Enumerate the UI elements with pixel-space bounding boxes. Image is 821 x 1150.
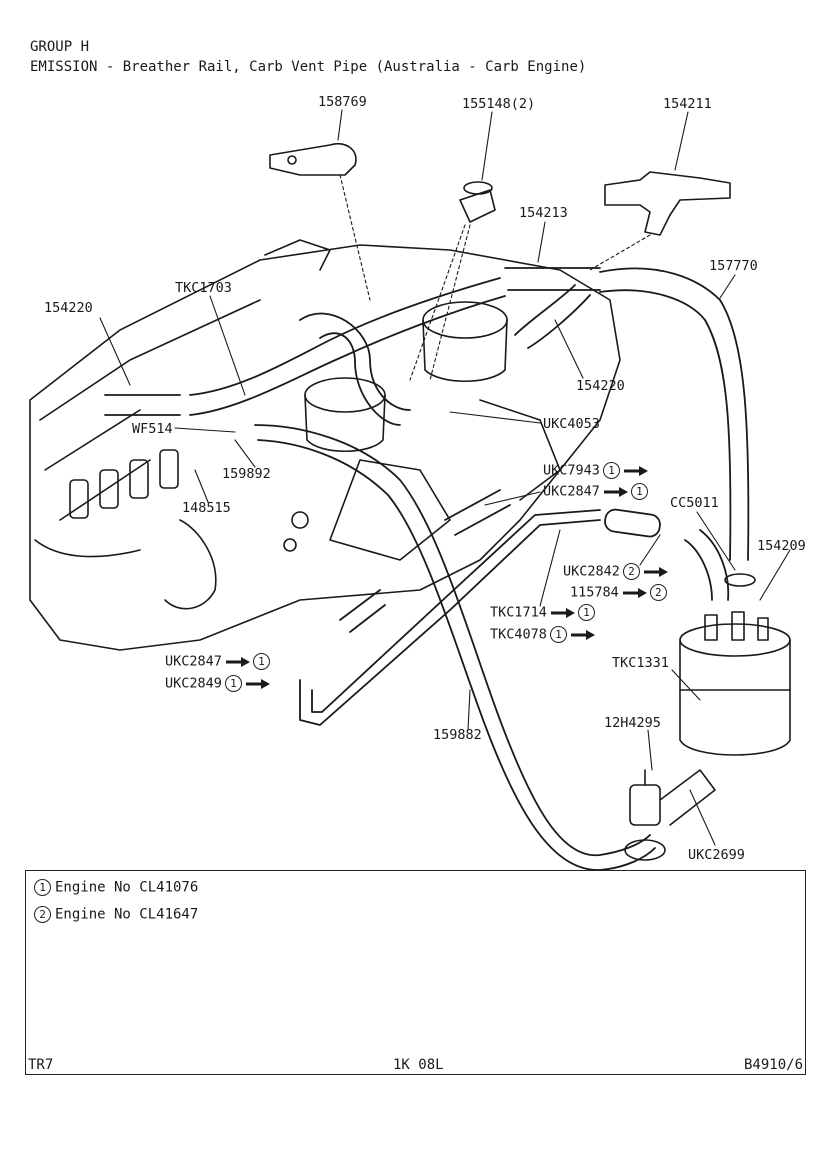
breather-hoses [104, 267, 750, 561]
note-2-marker: 2 [34, 906, 51, 923]
part-number-ukc2842: UKC2842 [563, 563, 620, 580]
marker-2: 2 [649, 584, 667, 601]
purge-valve [624, 769, 716, 861]
page-title: EMISSION - Breather Rail, Carb Vent Pipe… [30, 59, 587, 75]
part-label-tkc1331: TKC1331 [612, 655, 669, 671]
arrow-right-icon [550, 607, 575, 618]
part-label-157770: 157770 [709, 258, 758, 274]
arrow-right-icon [225, 656, 250, 667]
canister-hoses [339, 508, 730, 633]
marker-1: 1 [252, 653, 270, 670]
part-label-154213: 154213 [519, 205, 568, 221]
carburettors [283, 301, 561, 561]
part-label-115784: 115784 2 [570, 584, 667, 601]
footer-reference: B4910/6 [744, 1057, 804, 1073]
marker-1: 1 [630, 483, 648, 500]
part-number-tkc4078: TKC4078 [490, 626, 547, 643]
part-label-ukc2847-top: UKC2847 1 [543, 483, 648, 500]
note-2-text: Engine No CL41647 [55, 906, 199, 923]
leader-lines [339, 174, 651, 381]
group-label: GROUP H [30, 39, 90, 55]
tkc1714-pipe [299, 489, 601, 726]
charcoal-canister [679, 573, 791, 756]
footer-model: TR7 [28, 1057, 54, 1073]
part-number-ukc2849: UKC2849 [165, 675, 222, 692]
part-label-wf514: WF514 [132, 421, 173, 437]
footer-page-number: 1K 08L [393, 1057, 444, 1073]
part-label-154220-right: 154220 [576, 378, 625, 394]
grommet-155148 [459, 181, 496, 223]
part-label-tkc1714: TKC1714 1 [490, 604, 595, 621]
engine-block [29, 239, 621, 651]
breather-rail-illustration [29, 109, 791, 870]
arrow-right-icon [603, 486, 628, 497]
marker-1: 1 [224, 675, 242, 692]
part-label-154211: 154211 [663, 96, 712, 112]
tee-154211 [604, 171, 731, 236]
part-number-ukc2847-bottom: UKC2847 [165, 653, 222, 670]
marker-2: 2 [622, 563, 640, 580]
marker-1: 1 [549, 626, 567, 643]
note-1-text: Engine No CL41076 [55, 879, 199, 896]
clip-158769 [269, 143, 357, 176]
marker-1: 1 [577, 604, 595, 621]
part-label-154220-left: 154220 [44, 300, 93, 316]
arrow-right-icon [623, 465, 648, 476]
part-number-ukc2847-top: UKC2847 [543, 483, 600, 500]
part-number-115784: 115784 [570, 584, 619, 601]
part-label-12h4295: 12H4295 [604, 715, 661, 731]
part-label-155148: 155148(2) [462, 96, 536, 112]
marker-1: 1 [602, 462, 620, 479]
arrow-right-icon [622, 587, 647, 598]
note-1-marker: 1 [34, 879, 51, 896]
part-number-tkc1714: TKC1714 [490, 604, 547, 621]
arrow-right-icon [245, 678, 270, 689]
part-label-148515: 148515 [182, 500, 231, 516]
part-label-tkc1703: TKC1703 [175, 280, 232, 296]
part-label-ukc4053: UKC4053 [543, 416, 600, 432]
part-label-ukc2699: UKC2699 [688, 847, 745, 863]
part-number-ukc7943: UKC7943 [543, 462, 600, 479]
vent-pipe [254, 424, 656, 870]
part-label-159892: 159892 [222, 466, 271, 482]
pointer-lines [99, 109, 791, 846]
part-label-158769: 158769 [318, 94, 367, 110]
part-label-cc5011: CC5011 [670, 495, 719, 511]
part-label-154209: 154209 [757, 538, 806, 554]
part-label-159882: 159882 [433, 727, 482, 743]
part-label-ukc2847-bottom: UKC2847 1 [165, 653, 270, 670]
arrow-right-icon [570, 629, 595, 640]
arrow-right-icon [643, 566, 668, 577]
